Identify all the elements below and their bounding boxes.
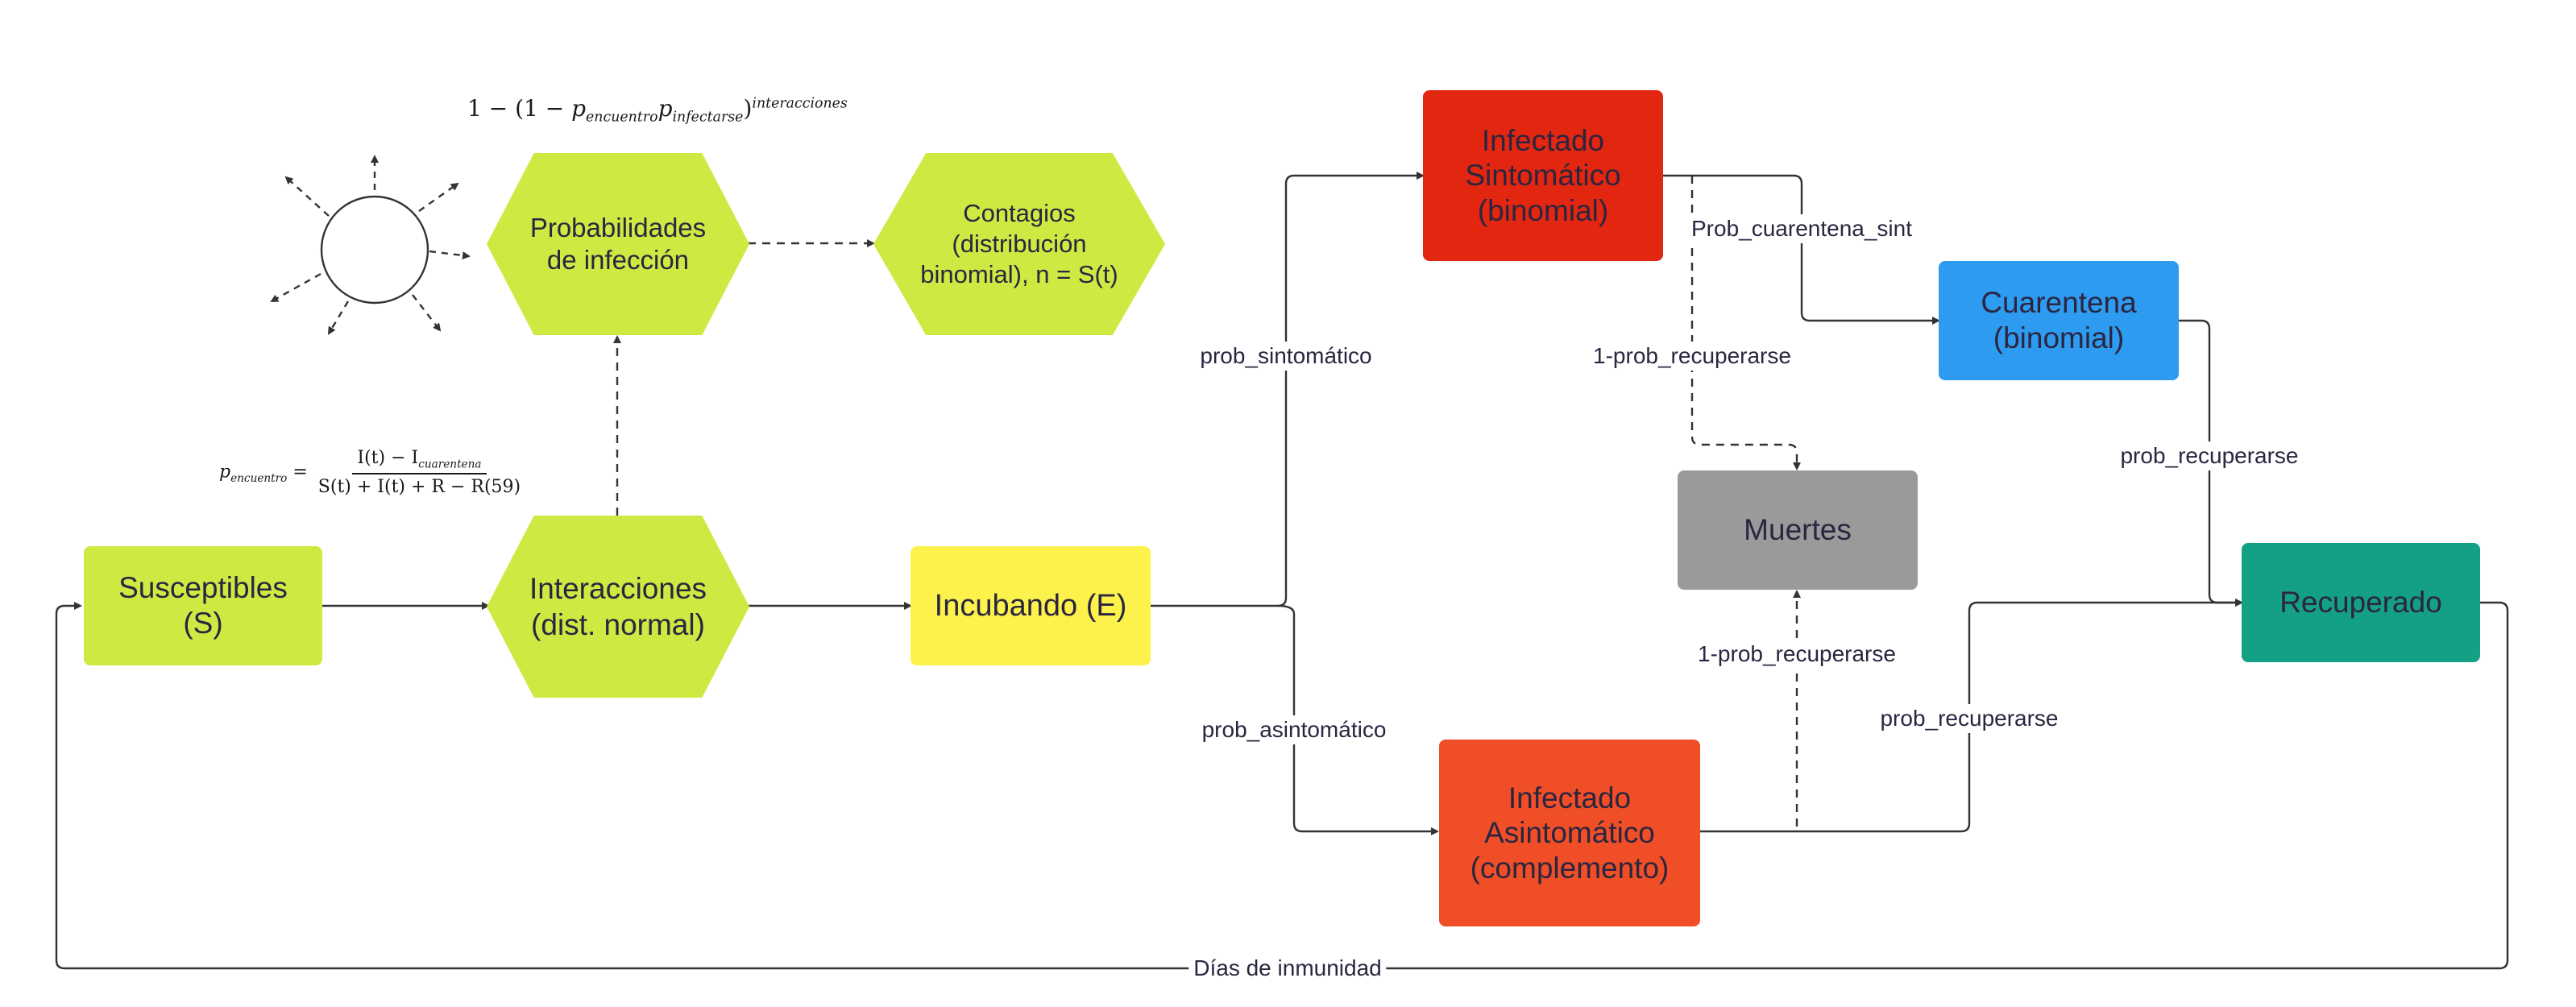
label-dias-inmunidad: Días de inmunidad (1188, 954, 1387, 983)
node-susceptibles[interactable]: Susceptibles (S) (84, 546, 322, 665)
formula-infection-probability: 1 − (1 − pencuentropinfectarse)interacci… (467, 95, 848, 126)
contact-ray (284, 176, 330, 217)
node-cuarentena[interactable]: Cuarentena (binomial) (1939, 261, 2179, 380)
node-recuperado[interactable]: Recuperado (2242, 543, 2480, 662)
contacts-circle (320, 195, 429, 305)
label-recuperarse-cuarentena: prob_recuperarse (2115, 441, 2304, 470)
contact-ray (327, 300, 350, 335)
contact-ray (418, 182, 459, 212)
edge-incubando-asintomatico (1277, 604, 1439, 835)
node-sintomatico[interactable]: Infectado Sintomático (binomial) (1423, 90, 1663, 261)
contacts-burst-icon (266, 153, 475, 346)
node-probabilidades[interactable]: Probabilidades de infección (487, 153, 749, 335)
edge-sintomatico-cuarentena (1663, 174, 1940, 325)
label-recuperarse-sint-muertes: 1-prob_recuperarse (1588, 342, 1796, 371)
edge-recuperado-susceptibles (55, 601, 2509, 970)
contact-ray (270, 272, 321, 303)
node-interacciones[interactable]: Interacciones (dist. normal) (487, 516, 749, 698)
label-recuperarse-asint: prob_recuperarse (1875, 704, 2064, 733)
label-prob-cuarentena-sint: Prob_cuarentena_sint (1686, 214, 1917, 243)
contact-ray (412, 294, 442, 332)
node-incubando[interactable]: Incubando (E) (911, 546, 1151, 665)
edge-incubando-sintomatico (1151, 172, 1425, 607)
label-recuperarse-asint-muertes: 1-prob_recuperarse (1693, 640, 1901, 669)
node-contagios[interactable]: Contagios (distribución binomial), n = S… (873, 153, 1165, 335)
label-prob-sintomatico: prob_sintomático (1195, 342, 1377, 371)
edge-sintomatico-muertes (1690, 176, 1801, 470)
node-muertes[interactable]: Muertes (1678, 470, 1918, 590)
label-prob-asintomatico: prob_asintomático (1197, 715, 1392, 744)
node-asintomatico[interactable]: Infectado Asintomático (complemento) (1439, 740, 1700, 926)
